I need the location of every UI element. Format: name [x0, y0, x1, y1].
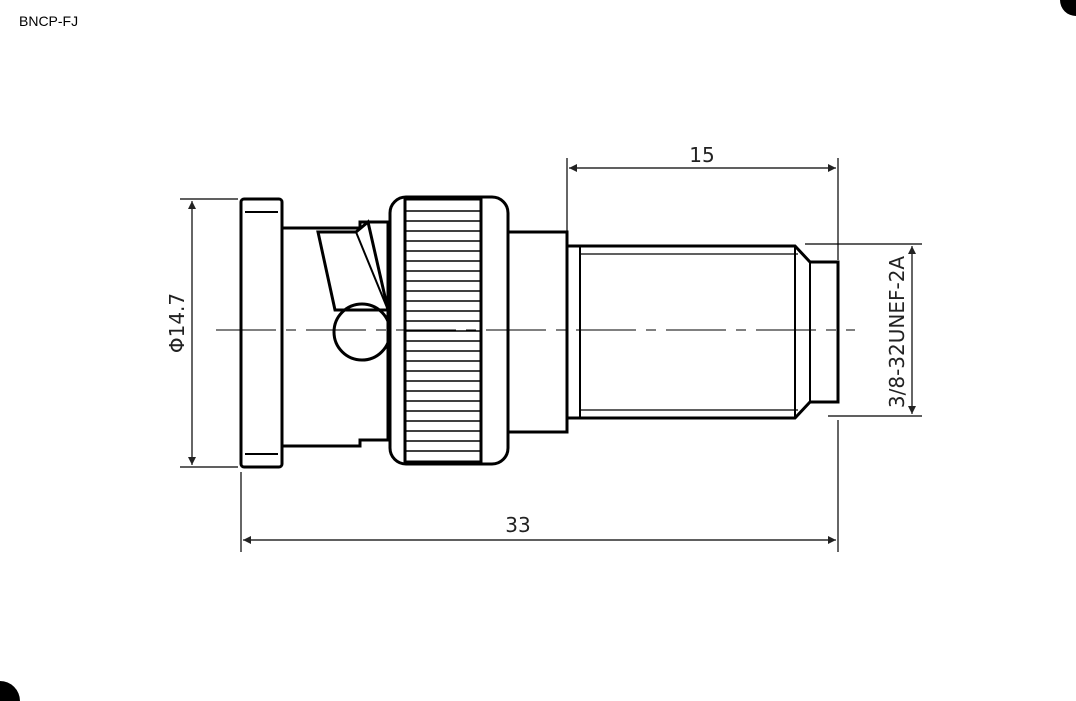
rear-body — [508, 230, 580, 434]
dimension-flange-diameter: Φ14.7 — [165, 198, 238, 468]
dimension-thread-spec: 3/8-32UNEF-2A — [805, 243, 922, 417]
dimension-label: 3/8-32UNEF-2A — [885, 256, 909, 409]
dimension-overall-length: 33 — [240, 420, 839, 552]
dimension-label: 15 — [689, 143, 714, 167]
bayonet-body — [282, 219, 392, 448]
dimension-label: 33 — [505, 513, 530, 537]
dimension-thread-length: 15 — [566, 143, 839, 260]
drawing-title: BNCP-FJ — [19, 13, 79, 29]
dimension-label: Φ14.7 — [165, 293, 189, 353]
threaded-section — [567, 244, 840, 420]
bayonet-flange — [239, 197, 284, 469]
